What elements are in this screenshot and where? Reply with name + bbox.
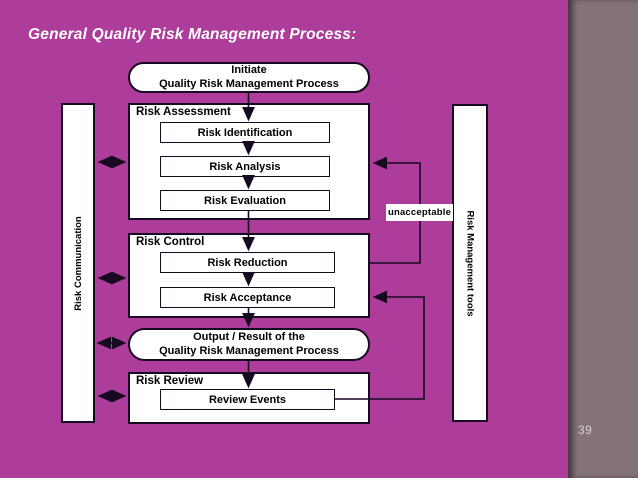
page-number: 39 bbox=[578, 423, 593, 437]
risk-management-tools-bar: Risk Management tools bbox=[452, 104, 488, 422]
step-label: Review Events bbox=[208, 393, 287, 406]
slide-title: General Quality Risk Management Process: bbox=[28, 26, 357, 43]
risk-management-tools-label: Risk Management tools bbox=[464, 209, 476, 317]
output-oval-line2: Quality Risk Management Process bbox=[159, 344, 339, 357]
step-risk-analysis: Risk Analysis bbox=[160, 156, 330, 177]
risk-communication-label: Risk Communication bbox=[72, 215, 84, 311]
flow-start-oval: Initiate Quality Risk Management Process bbox=[128, 62, 370, 93]
step-review-events: Review Events bbox=[160, 389, 335, 410]
step-label: Risk Identification bbox=[197, 126, 293, 139]
risk-assessment-label: Risk Assessment bbox=[136, 106, 231, 118]
output-oval-line1: Output / Result of the bbox=[193, 330, 305, 343]
step-label: Risk Analysis bbox=[209, 160, 281, 173]
flow-output-oval: Output / Result of the Quality Risk Mana… bbox=[128, 328, 370, 361]
step-label: Risk Evaluation bbox=[204, 194, 286, 207]
decorative-side-strip bbox=[568, 0, 638, 478]
risk-communication-bar: Risk Communication bbox=[61, 103, 95, 423]
start-oval-line1: Initiate bbox=[231, 63, 267, 76]
unacceptable-text: unacceptable bbox=[387, 207, 452, 218]
start-oval-line2: Quality Risk Management Process bbox=[159, 77, 339, 90]
step-risk-evaluation: Risk Evaluation bbox=[160, 190, 330, 211]
step-risk-acceptance: Risk Acceptance bbox=[160, 287, 335, 308]
step-label: Risk Reduction bbox=[207, 256, 288, 269]
risk-control-label: Risk Control bbox=[136, 236, 205, 248]
unacceptable-label: unacceptable bbox=[386, 204, 453, 221]
step-label: Risk Acceptance bbox=[203, 291, 292, 304]
risk-review-label: Risk Review bbox=[136, 375, 204, 387]
step-risk-reduction: Risk Reduction bbox=[160, 252, 335, 273]
step-risk-identification: Risk Identification bbox=[160, 122, 330, 143]
